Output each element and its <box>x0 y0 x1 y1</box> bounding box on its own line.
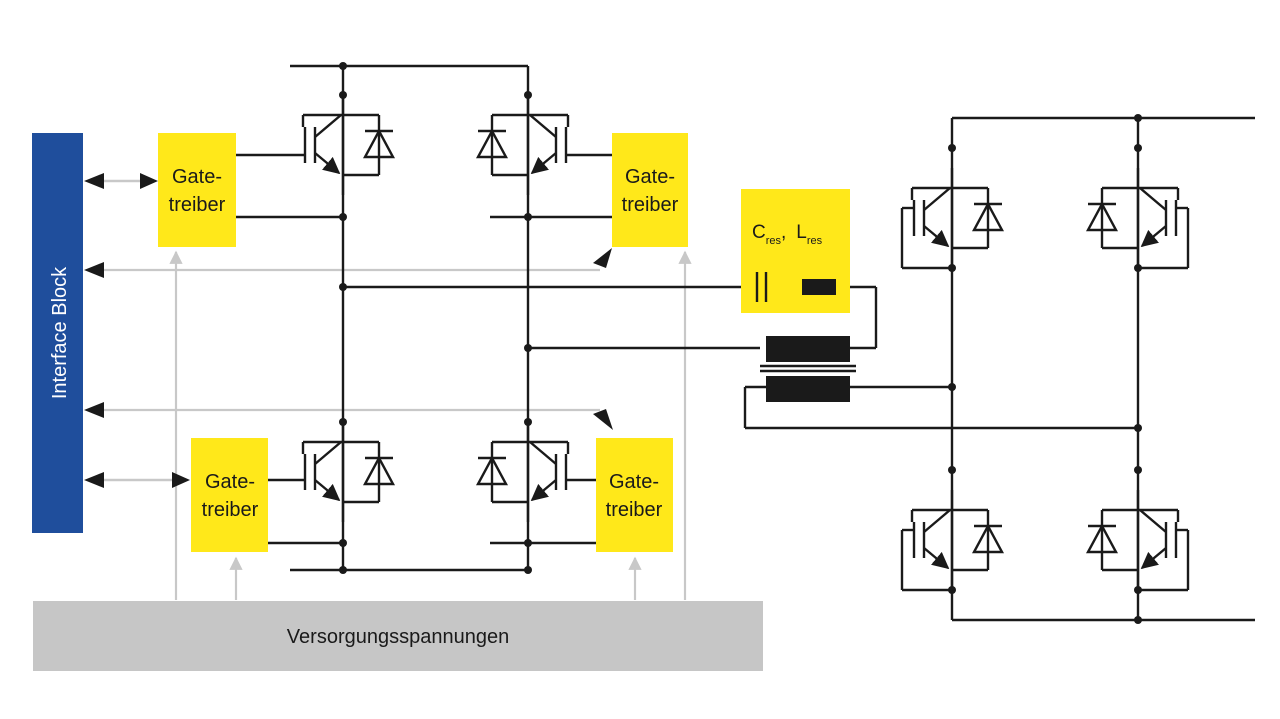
switch-s1 <box>900 168 1002 270</box>
interface-block-label: Interface Block <box>49 266 71 399</box>
gate-driver-bl-line1: Gate- <box>205 471 255 493</box>
switch-s4 <box>1088 490 1190 592</box>
transformer <box>743 336 1138 430</box>
resonant-capacitor <box>755 272 768 302</box>
signal-arrow-bottom <box>593 409 613 430</box>
supply-label: Versorgungsspannungen <box>287 626 509 648</box>
switch-s3 <box>900 490 1002 592</box>
interface-block <box>32 133 83 533</box>
gate-driver-br-line2: treiber <box>606 499 663 521</box>
switch-q4 <box>478 422 568 522</box>
switch-q1 <box>303 95 393 195</box>
gate-driver-bl-line2: treiber <box>202 499 259 521</box>
gate-driver-tr-line2: treiber <box>622 194 679 216</box>
resonant-label: Cres,Lres <box>752 222 823 247</box>
gate-driver-bl <box>191 438 268 552</box>
switch-q2 <box>478 95 568 195</box>
interface-arrowheads <box>84 173 190 488</box>
gate-driver-tl <box>158 133 236 247</box>
switch-q3 <box>303 422 393 522</box>
switch-s2 <box>1088 168 1190 270</box>
gate-driver-br-line1: Gate- <box>609 471 659 493</box>
gate-driver-tr <box>612 133 688 247</box>
resonant-inductor <box>802 279 836 295</box>
gate-driver-tl-line1: Gate- <box>172 166 222 188</box>
supply-bar <box>33 601 763 671</box>
gate-driver-tr-line1: Gate- <box>625 166 675 188</box>
gate-driver-br <box>596 438 673 552</box>
gate-driver-tl-line2: treiber <box>169 194 226 216</box>
junction-dots <box>339 62 1142 624</box>
signal-arrow-top <box>593 248 612 268</box>
